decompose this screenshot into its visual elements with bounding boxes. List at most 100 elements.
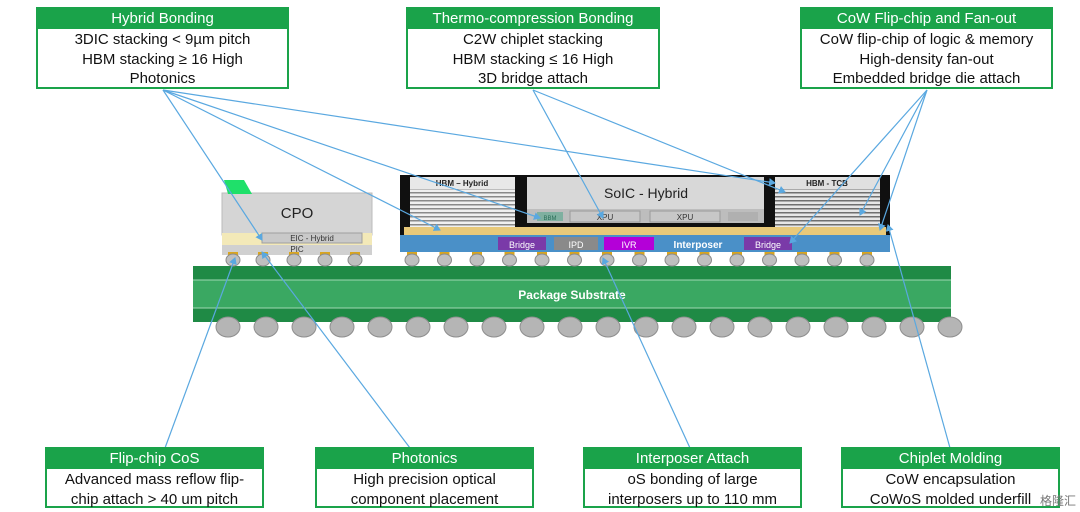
bga-ball: [443, 316, 469, 338]
callout-line: Photonics: [129, 70, 196, 87]
callout-line: Embedded bridge die attach: [832, 70, 1021, 87]
soic-die: [527, 177, 764, 209]
callout-photonics: Photonics High precision optical compone…: [315, 447, 534, 508]
callout-title: Photonics: [317, 449, 532, 469]
arrow-hybrid-1: [162, 89, 441, 231]
bridge-die-2: [744, 237, 792, 250]
hbm-hybrid-label: HBM – Hybrid: [436, 179, 489, 188]
bga-ball: [557, 316, 583, 338]
arrow-cow-2: [878, 89, 928, 231]
callout-line: CoWoS molded underfill: [869, 490, 1032, 508]
callout-line: CoW encapsulation: [885, 471, 1016, 488]
callout-line: Advanced mass reflow flip-: [64, 471, 245, 488]
bga-ball: [709, 316, 735, 338]
callout-flip-chip-cos: Flip-chip CoS Advanced mass reflow flip-…: [45, 447, 264, 508]
c4-bump: [534, 253, 550, 267]
ipd-label: IPD: [568, 240, 584, 250]
callout-title: Chiplet Molding: [843, 449, 1058, 469]
arrow-hybrid-2: [162, 89, 541, 220]
bridge-die-1: [498, 237, 546, 250]
callout-interposer-attach: Interposer Attach oS bonding of large in…: [583, 447, 802, 508]
ipd-die: [554, 237, 598, 250]
soic-label: SoIC - Hybrid: [604, 185, 688, 201]
package-substrate: [193, 266, 951, 322]
c4-bump: [697, 253, 712, 267]
arrow-tcb-2: [532, 89, 786, 194]
bga-ball: [519, 316, 545, 338]
callout-title: Flip-chip CoS: [47, 449, 262, 469]
bga-ball: [747, 316, 773, 338]
c4-bump: [502, 253, 517, 267]
callout-line: 3D bridge attach: [477, 70, 589, 87]
bga-ball: [861, 316, 887, 338]
bga-ball: [215, 316, 241, 338]
c4-bump: [632, 253, 647, 267]
bga-ball: [329, 316, 355, 338]
callout-thermo-compression-bonding: Thermo-compression Bonding C2W chiplet s…: [406, 7, 660, 89]
bga-ball: [937, 316, 963, 338]
c4-bump: [567, 253, 582, 267]
bga-solder-balls: [215, 316, 963, 338]
bga-ball: [367, 316, 393, 338]
bga-ball: [405, 316, 431, 338]
arrow-cow-3: [859, 89, 928, 216]
small-die-label: BBM: [543, 216, 556, 222]
substrate-label: Package Substrate: [518, 288, 626, 302]
bga-ball: [899, 316, 925, 338]
xpu-label-1: XPU: [597, 213, 614, 222]
arrow-cow-1: [789, 89, 928, 244]
bga-ball: [253, 316, 279, 338]
callout-line: High precision optical: [353, 471, 496, 488]
bga-ball: [785, 316, 811, 338]
bga-ball: [481, 316, 507, 338]
optical-fiber-block: [224, 180, 252, 194]
callout-cow-flip-chip-fan-out: CoW Flip-chip and Fan-out CoW flip-chip …: [800, 7, 1053, 89]
arrow-tcb-1: [532, 89, 604, 219]
callout-line: C2W chiplet stacking: [462, 31, 604, 48]
bridge-label-2: Bridge: [755, 240, 781, 250]
c4-bump: [317, 253, 333, 267]
arrow-interposer-attach: [601, 257, 691, 449]
callout-line: chip attach > 40 um pitch: [70, 490, 239, 508]
c4-bump: [664, 253, 680, 267]
callout-hybrid-bonding: Hybrid Bonding 3DIC stacking < 9µm pitch…: [36, 7, 289, 89]
c4-bump: [404, 253, 420, 267]
callout-arrows: [162, 89, 951, 449]
c4-bump: [827, 253, 842, 267]
c4-bump: [286, 253, 302, 267]
c4-bump: [794, 253, 810, 267]
eic-label: EIC - Hybrid: [290, 234, 334, 243]
callout-line: component placement: [350, 490, 499, 508]
callout-line: 3DIC stacking < 9µm pitch: [74, 31, 251, 48]
callout-line: interposers up to 110 mm: [608, 490, 777, 508]
watermark-logo: 格隆汇: [1039, 494, 1076, 508]
xpu-label-2: XPU: [677, 213, 694, 222]
callout-line: CoW flip-chip of logic & memory: [819, 31, 1034, 48]
callout-title: CoW Flip-chip and Fan-out: [802, 9, 1051, 29]
arrow-flipchip: [164, 257, 237, 449]
bga-ball: [291, 316, 317, 338]
interposer-label: Interposer: [674, 240, 723, 251]
callout-line: oS bonding of large: [627, 471, 758, 488]
callout-title: Hybrid Bonding: [38, 9, 287, 29]
c4-bump: [437, 253, 452, 267]
cpo-label: CPO: [281, 205, 314, 222]
c4-bumps: [225, 252, 875, 267]
interposer: [400, 235, 890, 252]
ivr-label: IVR: [621, 240, 637, 250]
bga-ball: [671, 316, 697, 338]
arrow-photonics: [261, 251, 411, 449]
bga-ball: [823, 316, 849, 338]
arrow-molding: [885, 224, 951, 449]
c4-bump: [347, 253, 363, 267]
c4-bump: [599, 253, 615, 267]
c4-bump: [762, 253, 777, 267]
callout-line: HBM stacking ≥ 16 High: [82, 50, 243, 68]
callout-line: High-density fan-out: [859, 50, 994, 68]
pic-label: PIC: [290, 245, 304, 254]
cpo-module: [221, 180, 373, 255]
ivr-die: [604, 237, 654, 250]
callout-chiplet-molding: Chiplet Molding CoW encapsulation CoWoS …: [841, 447, 1060, 508]
arrow-hybrid-4: [162, 89, 776, 187]
